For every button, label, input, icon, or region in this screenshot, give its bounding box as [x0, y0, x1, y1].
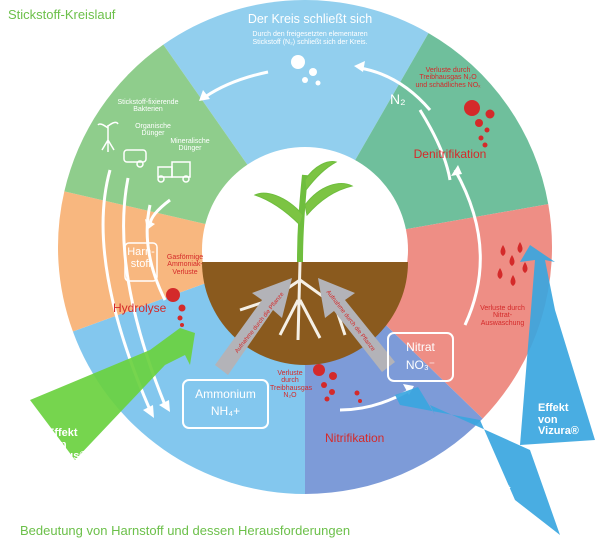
- mineral-fertilizer-label: Mineralische Dünger: [170, 138, 210, 153]
- vizura-effect-label-bottom: Effekt von Vizura®: [480, 484, 521, 520]
- plant-icon: [253, 161, 354, 263]
- denitrification-label: Denitrifikation: [413, 147, 487, 161]
- ammonium-formula: NH₄+: [210, 404, 241, 418]
- nitrate-label: Nitrat: [406, 340, 435, 354]
- footer-title: Bedeutung von Harnstoff und dessen Herau…: [20, 523, 351, 538]
- top-sub-1: Durch den freigesetzten elementaren: [252, 31, 368, 38]
- ammonium-box: [182, 379, 269, 429]
- arrowheads: [143, 61, 462, 418]
- vizura-effect-arrow-bottom: [395, 387, 560, 535]
- harnstoff-label: Harn-stoff: [127, 246, 155, 270]
- ammonium-label: Ammonium: [195, 387, 256, 401]
- uptake-arrow-right: [318, 278, 395, 372]
- vizura-effect-label-right: Effekt von Vizura®: [538, 402, 579, 438]
- vizura-effect-arrow-right: [520, 245, 595, 445]
- page-title: Stickstoff-Kreislauf: [8, 7, 116, 22]
- top-heading: Der Kreis schließt sich: [247, 12, 373, 26]
- limus-effect-label: Effekt von Limus®: [47, 427, 88, 463]
- nitrate-box: [387, 332, 454, 382]
- segment-hydrolysis: [57, 191, 306, 332]
- uptake-arrow-left: [215, 278, 292, 375]
- bacteria-label: Stickstoff-fixierende Bakterien: [117, 99, 179, 114]
- loss-bubbles-icon: [166, 100, 528, 403]
- top-sub-2: Stickstoff (N₂) schließt sich der Kreis.: [252, 39, 368, 46]
- harnstoff-box: [124, 242, 158, 282]
- denitrification-losses: Verluste durch Treibhausgas N₂O und schä…: [415, 67, 481, 89]
- n2-bubbles-icon: [291, 55, 321, 86]
- nitrification-losses: Verluste durch Treibhausgas N₂O: [270, 370, 313, 400]
- nitrification-label: Nitrifikation: [325, 431, 385, 445]
- ammonia-losses: Gasförmige Ammoniak-Verluste: [166, 254, 204, 276]
- leaching-losses: Verluste durch Nitrat-Auswaschung: [480, 305, 525, 327]
- segment-cycle-closes: [163, 0, 429, 247]
- organic-fertilizer-label: Organische Dünger: [135, 123, 171, 138]
- n2-label: N₂: [390, 91, 406, 107]
- limus-effect-arrow: [30, 328, 195, 460]
- nitrate-formula: NO₃⁻: [405, 358, 436, 372]
- hydrolysis-label: Hydrolyse: [113, 301, 167, 315]
- farm-icons: [97, 121, 191, 183]
